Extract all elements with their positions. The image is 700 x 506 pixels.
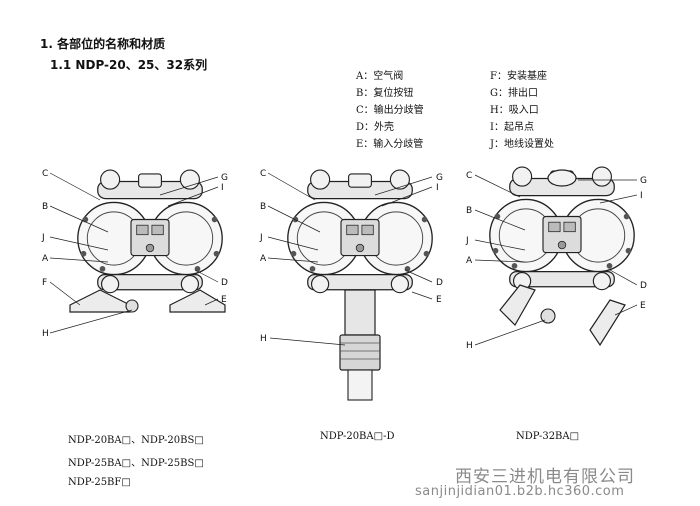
subsection-heading: 1.1 NDP-20、25、32系列 [50,58,208,72]
callout-i-3: I [640,191,643,201]
caption-left-line-1: NDP-20BA□、NDP-20BS□ [68,435,204,446]
callout-h: H [42,329,49,339]
caption-middle: NDP-20BA□-D [320,431,395,442]
legend-item-f: F：安装基座 [490,71,547,82]
pump-diagram-ndp-20-drum: C B J A H G I D E [259,169,443,401]
callout-j-3: J [465,236,469,246]
callout-d-3: D [640,281,647,291]
legend-item-h: H：吸入口 [490,105,539,116]
legend-item-d: D：外壳 [356,122,395,133]
legend-item-g: G：排出口 [490,88,538,99]
callout-h-2: H [260,334,267,344]
legend-item-c: C：输出分歧管 [356,105,424,116]
legend-item-e: E：输入分歧管 [356,139,424,150]
callout-i: I [221,183,224,193]
callout-e-3: E [640,301,646,311]
callout-e: E [221,295,227,305]
callout-c: C [42,169,48,179]
legend-item-j: J：地线设置处 [490,139,555,150]
callout-g-3: G [640,176,647,186]
pump-diagram-ndp-20-25: C B J A F H G I D E [41,169,228,339]
callout-h-3: H [466,341,473,351]
legend-item-a: A：空气阀 [356,71,404,82]
watermark-url: sanjinjidian01.b2b.hc360.com [415,484,625,499]
callout-f: F [42,278,47,288]
callout-e-2: E [436,295,442,305]
legend-left-column: A：空气阀 B：复位按钮 C：输出分歧管 D：外壳 E：输入分歧管 [356,68,424,153]
callout-c-3: C [466,171,472,181]
callout-g: G [221,173,228,183]
callout-i-2: I [436,183,439,193]
callout-d-2: D [436,278,443,288]
callout-b: B [42,202,48,212]
callout-a-2: A [260,254,267,264]
callout-d: D [221,278,228,288]
caption-left-line-3: NDP-25BF□ [68,477,131,488]
callout-b-2: B [260,202,266,212]
caption-left-line-2: NDP-25BA□、NDP-25BS□ [68,458,204,469]
legend-item-i: I：起吊点 [490,122,534,133]
pump-diagram-ndp-32: C B J A H G I D E [465,166,647,351]
callout-j-2: J [259,233,263,243]
legend-item-b: B：复位按钮 [356,88,414,99]
legend-right-column: F：安装基座 G：排出口 H：吸入口 I：起吊点 J：地线设置处 [490,68,554,153]
callout-g-2: G [436,173,443,183]
callout-b-3: B [466,206,472,216]
callout-c-2: C [260,169,266,179]
watermark-company: 西安三进机电有限公司 [455,467,635,487]
section-heading: 1. 各部位的名称和材质 [40,37,166,51]
caption-right: NDP-32BA□ [516,431,580,442]
callout-j: J [41,233,45,243]
callout-a: A [42,254,49,264]
callout-a-3: A [466,256,473,266]
